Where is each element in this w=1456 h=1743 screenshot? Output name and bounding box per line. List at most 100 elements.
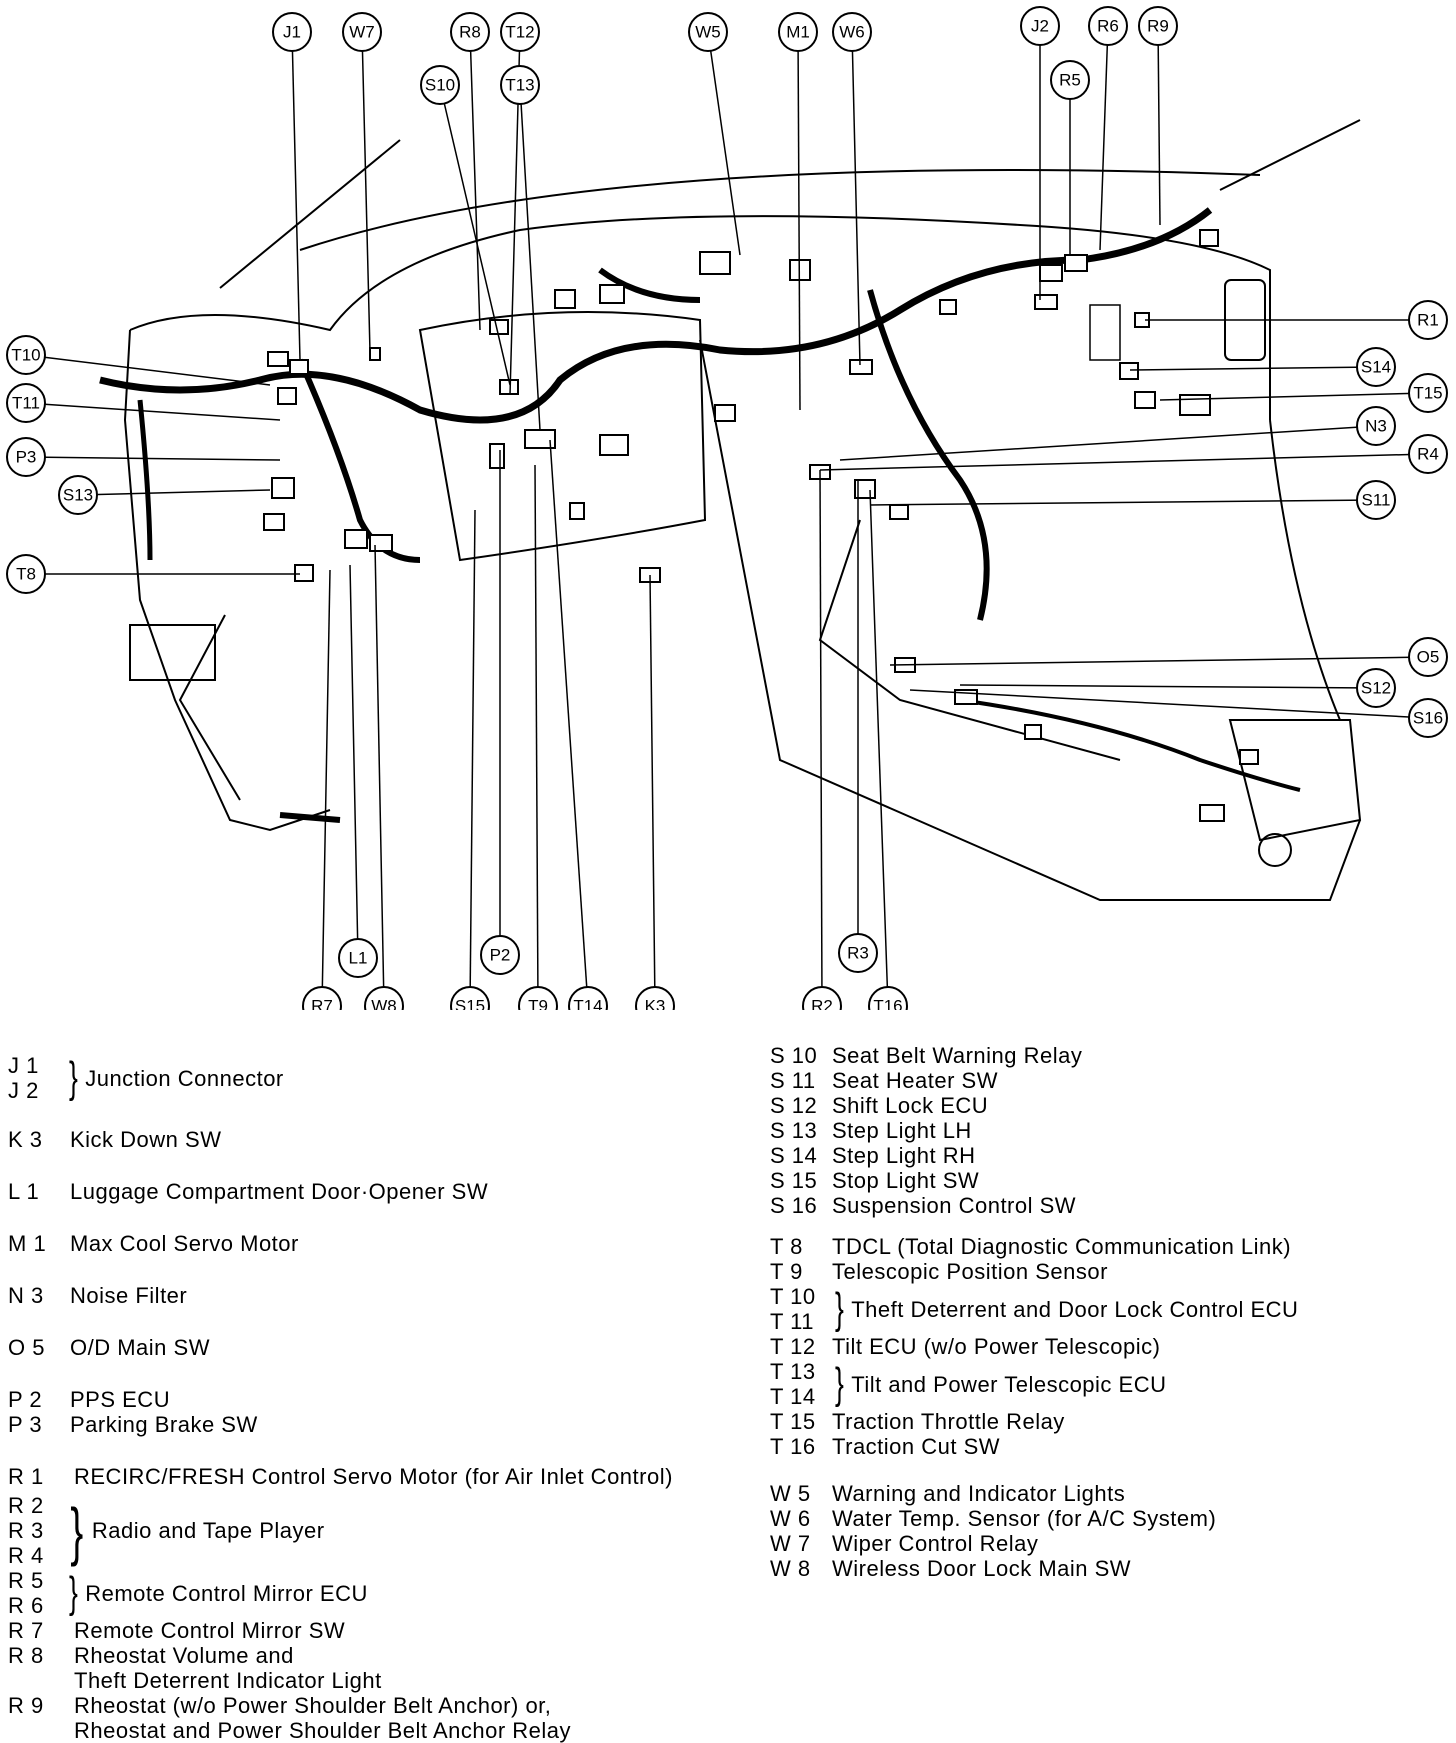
legend-code: L 1 <box>8 1179 40 1204</box>
legend-code: K 3 <box>8 1127 43 1152</box>
legend-code: T 14 <box>770 1384 816 1409</box>
callout-label: S11 <box>1362 491 1391 510</box>
callout-s13: S13 <box>58 475 98 515</box>
legend-entry-r7: R 7 Remote Control Mirror SW <box>8 1618 688 1643</box>
callout-label: P2 <box>490 946 511 965</box>
leader-line-w6 <box>851 31 861 366</box>
legend-code: R 4 <box>8 1543 44 1568</box>
legend-desc: Noise Filter <box>70 1283 188 1308</box>
callout-circle <box>450 12 490 52</box>
callout-t11: T11 <box>6 383 46 423</box>
callout-circle <box>1408 698 1448 738</box>
legend-desc: Step Light RH <box>832 1143 976 1168</box>
brace: } <box>69 1568 79 1617</box>
callout-w7: W7 <box>342 12 382 52</box>
callout-circle <box>1356 480 1396 520</box>
callout-label: W5 <box>695 23 721 42</box>
callout-label: N3 <box>1365 417 1387 436</box>
callout-label: R3 <box>847 944 869 963</box>
legend-code: J 1 <box>8 1053 39 1078</box>
legend-code: T 8 <box>770 1234 803 1259</box>
legend-code: M 1 <box>8 1231 47 1256</box>
leader-line-p3 <box>25 456 281 461</box>
callout-label: W7 <box>349 23 375 42</box>
legend-code: S 10 <box>770 1043 818 1068</box>
leader-line-r8 <box>469 31 481 331</box>
callout-circle <box>1408 637 1448 677</box>
callout-label: S13 <box>63 486 93 505</box>
callout-t16: T16 <box>868 986 908 1010</box>
leader-line-r6 <box>1099 25 1109 251</box>
legend-code: R 5 <box>8 1568 44 1593</box>
callout-label: T10 <box>11 346 40 365</box>
callout-circle <box>420 65 460 105</box>
callout-s12: S12 <box>1356 668 1396 708</box>
callout-label: S14 <box>1361 358 1391 377</box>
legend-desc: Rheostat and Power Shoulder Belt Anchor … <box>74 1718 572 1743</box>
leader-line-w7 <box>361 31 371 353</box>
callout-r3: R3 <box>838 933 878 973</box>
callout-k3: K3 <box>635 986 675 1010</box>
legend-code: R 7 <box>8 1618 44 1643</box>
callout-circle <box>568 986 608 1010</box>
callout-r2: R2 <box>802 986 842 1011</box>
callout-label: T15 <box>1413 384 1442 403</box>
callout-label: T12 <box>505 23 534 42</box>
callout-s10: S10 <box>420 65 460 105</box>
callout-label: R2 <box>811 997 833 1011</box>
callout-circle <box>58 475 98 515</box>
legend-desc: Remote Control Mirror SW <box>74 1618 346 1643</box>
legend-code: P 3 <box>8 1412 43 1437</box>
legend-desc: Suspension Control SW <box>832 1193 1077 1218</box>
callout-label: J2 <box>1031 17 1049 36</box>
brace: } <box>69 1053 79 1102</box>
callout-circle <box>1356 347 1396 387</box>
instrument-panel-drawing <box>99 119 1362 901</box>
callout-circle <box>342 12 382 52</box>
leader-line-r2 <box>819 469 823 1007</box>
legend-code: R 3 <box>8 1518 44 1543</box>
legend-code: O 5 <box>8 1335 45 1360</box>
legend-code: J 2 <box>8 1078 39 1103</box>
callout-label: R5 <box>1059 71 1081 90</box>
callout-label: R7 <box>311 997 333 1011</box>
legend-entry-r8-line2: Theft Deterrent Indicator Light <box>8 1668 688 1693</box>
callout-circle <box>6 554 46 594</box>
callout-label: O5 <box>1417 648 1440 667</box>
legend-desc: Kick Down SW <box>70 1127 222 1152</box>
leader-line-s10 <box>439 84 511 386</box>
callout-circle <box>1408 300 1448 340</box>
legend-code: N 3 <box>8 1283 44 1308</box>
legend-code: T 10 <box>770 1284 816 1309</box>
leader-line-j1 <box>291 31 301 361</box>
callout-circle <box>500 12 540 52</box>
callout-p3: P3 <box>6 437 46 477</box>
callout-circle <box>6 383 46 423</box>
brace: } <box>835 1359 845 1408</box>
legend-code: S 11 <box>770 1068 816 1093</box>
legend-desc: Seat Belt Warning Relay <box>832 1043 1083 1068</box>
legend-desc: Junction Connector <box>85 1065 284 1091</box>
callout-n3: N3 <box>1356 406 1396 446</box>
callout-j2: J2 <box>1020 6 1060 46</box>
legend-desc: Telescopic Position Sensor <box>832 1259 1108 1284</box>
leader-line-t14 <box>549 439 589 1007</box>
legend-entry-n3: N 3 Noise Filter <box>8 1283 688 1308</box>
legend-code: T 11 <box>770 1309 814 1334</box>
callout-circle <box>272 12 312 52</box>
legend-entry-r9-line2: Rheostat and Power Shoulder Belt Anchor … <box>8 1718 688 1743</box>
legend-entry-k3: K 3 Kick Down SW <box>8 1127 688 1152</box>
legend-desc: Radio and Tape Player <box>91 1518 325 1543</box>
